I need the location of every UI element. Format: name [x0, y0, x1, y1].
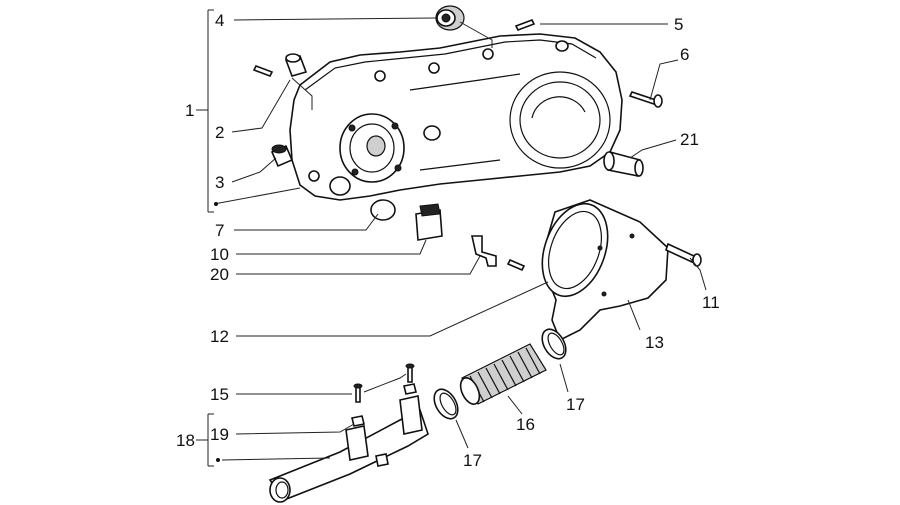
- washer-part-19-a: [351, 415, 365, 427]
- pin-part-5: [514, 18, 536, 32]
- bearing-part-4: [435, 5, 465, 31]
- screw-part-15-b: [405, 363, 415, 383]
- callout-17-bottom: 17: [463, 451, 482, 470]
- callout-19: 19: [210, 425, 229, 444]
- clamp-part-17-upper: [541, 328, 567, 360]
- callout-10: 10: [210, 245, 229, 264]
- washer-part-19-b: [403, 383, 417, 395]
- cap-part-7: [370, 199, 396, 221]
- bullet-dot-lower: [216, 458, 220, 462]
- leader-lines: [196, 9, 707, 467]
- filter-block-part-10: [415, 203, 443, 241]
- screw-part-15-a: [353, 383, 363, 403]
- callout-3: 3: [215, 173, 224, 192]
- callout-15: 15: [210, 385, 229, 404]
- callout-2: 2: [215, 123, 224, 142]
- callout-7: 7: [215, 221, 224, 240]
- plug-part-21: [603, 150, 644, 177]
- bullet-dot-upper: [214, 202, 218, 206]
- callout-11: 11: [702, 293, 720, 312]
- callout-20: 20: [210, 265, 229, 284]
- bushing-part-3: [270, 144, 294, 168]
- callout-16: 16: [516, 415, 535, 434]
- callout-5: 5: [674, 15, 683, 34]
- transmission-cover: [289, 33, 623, 201]
- bushing-part-2: [284, 53, 308, 77]
- bellows-hose-part-16: [459, 343, 547, 405]
- screw-part-6: [628, 91, 663, 108]
- callout-4: 4: [215, 11, 224, 30]
- clamp-part-17-lower: [433, 388, 459, 420]
- pin-part-2-upper: [252, 64, 274, 78]
- bracket-part-20: [471, 235, 526, 272]
- callout-18: 18: [176, 431, 195, 450]
- callout-6: 6: [680, 45, 689, 64]
- air-duct-part-13: [541, 199, 669, 342]
- intake-tube-part-18: [268, 395, 429, 503]
- callout-12: 12: [210, 327, 229, 346]
- callout-1: 1: [185, 101, 194, 120]
- screw-part-11: [665, 242, 702, 267]
- callout-13: 13: [645, 333, 664, 352]
- callout-21: 21: [680, 130, 699, 149]
- callout-17-right: 17: [566, 395, 585, 414]
